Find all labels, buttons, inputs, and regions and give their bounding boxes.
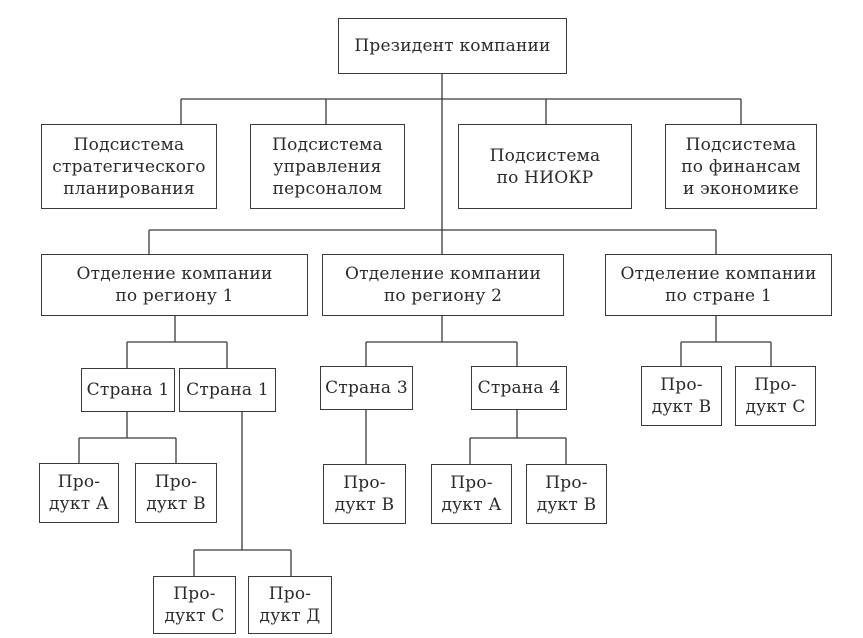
division-country-1-box: Отделение компании по стране 1 <box>605 254 832 316</box>
subsystem-personnel-box: Подсистема управления персоналом <box>250 124 405 209</box>
subsystem-finance-box: Подсистема по финансам и экономике <box>665 124 817 209</box>
division-label: Отделение компании <box>345 264 541 284</box>
product-box: Про- дукт В <box>135 463 217 523</box>
subsystem-label: по финансам <box>681 156 801 177</box>
product-label: Про- <box>154 472 198 492</box>
product-box: Про- дукт А <box>39 463 119 523</box>
product-label: Про- <box>450 473 493 493</box>
product-box: Про- дукт В <box>323 464 406 524</box>
subsystem-label: стратегического <box>52 156 206 177</box>
country-box: Страна 1 <box>179 368 276 412</box>
product-label: дукт В <box>334 495 395 515</box>
division-label: Отделение компании <box>620 264 817 284</box>
country-label: Страна 1 <box>86 380 170 400</box>
country-label: Страна 4 <box>477 378 561 398</box>
product-label: дукт А <box>441 495 502 515</box>
product-label: Про- <box>754 375 797 395</box>
subsystem-label: Подсистема <box>73 134 185 155</box>
product-label: Про- <box>57 472 101 492</box>
product-label: дукт В <box>651 397 712 417</box>
subsystem-strategic-planning-box: Подсистема стратегического планирования <box>41 124 217 209</box>
division-region-2-box: Отделение компании по региону 2 <box>322 254 564 316</box>
product-label: дукт Д <box>259 606 321 626</box>
subsystem-label: по НИОКР <box>496 167 594 188</box>
product-label: дукт В <box>536 495 597 515</box>
subsystem-label: планирования <box>63 178 195 199</box>
product-label: Про- <box>660 375 703 395</box>
subsystem-label: и экономике <box>682 178 800 199</box>
country-label: Страна 1 <box>186 380 269 400</box>
subsystem-label: персоналом <box>272 178 383 199</box>
president-box: Президент компании <box>338 18 567 74</box>
product-box: Про- дукт А <box>431 464 512 524</box>
president-label: Президент компании <box>354 36 551 56</box>
product-box: Про- дукт В <box>641 366 722 426</box>
product-box: Про- дукт С <box>735 366 816 426</box>
product-label: Про- <box>268 584 312 604</box>
product-box: Про- дукт В <box>526 464 607 524</box>
product-label: Про- <box>173 584 216 604</box>
product-box: Про- дукт С <box>153 576 236 634</box>
product-label: дукт С <box>164 606 225 626</box>
subsystem-label: Подсистема <box>685 134 797 155</box>
product-label: дукт С <box>745 397 806 417</box>
subsystem-label: Подсистема <box>272 134 383 155</box>
subsystem-label: управления <box>273 156 382 177</box>
product-label: Про- <box>343 473 386 493</box>
country-box: Страна 4 <box>471 366 567 410</box>
division-label: по региону 1 <box>115 286 234 306</box>
product-label: Про- <box>545 473 588 493</box>
product-box: Про- дукт Д <box>248 576 332 634</box>
product-label: дукт В <box>146 494 206 514</box>
division-label: по региону 2 <box>383 286 503 306</box>
product-label: дукт А <box>49 494 109 514</box>
country-label: Страна 3 <box>325 378 408 398</box>
subsystem-label: Подсистема <box>489 145 601 166</box>
division-label: по стране 1 <box>665 286 772 306</box>
country-box: Страна 3 <box>320 366 413 410</box>
division-region-1-box: Отделение компании по региону 1 <box>41 254 308 316</box>
subsystem-rnd-box: Подсистема по НИОКР <box>458 124 632 209</box>
division-label: Отделение компании <box>76 264 273 284</box>
country-box: Страна 1 <box>81 368 175 412</box>
